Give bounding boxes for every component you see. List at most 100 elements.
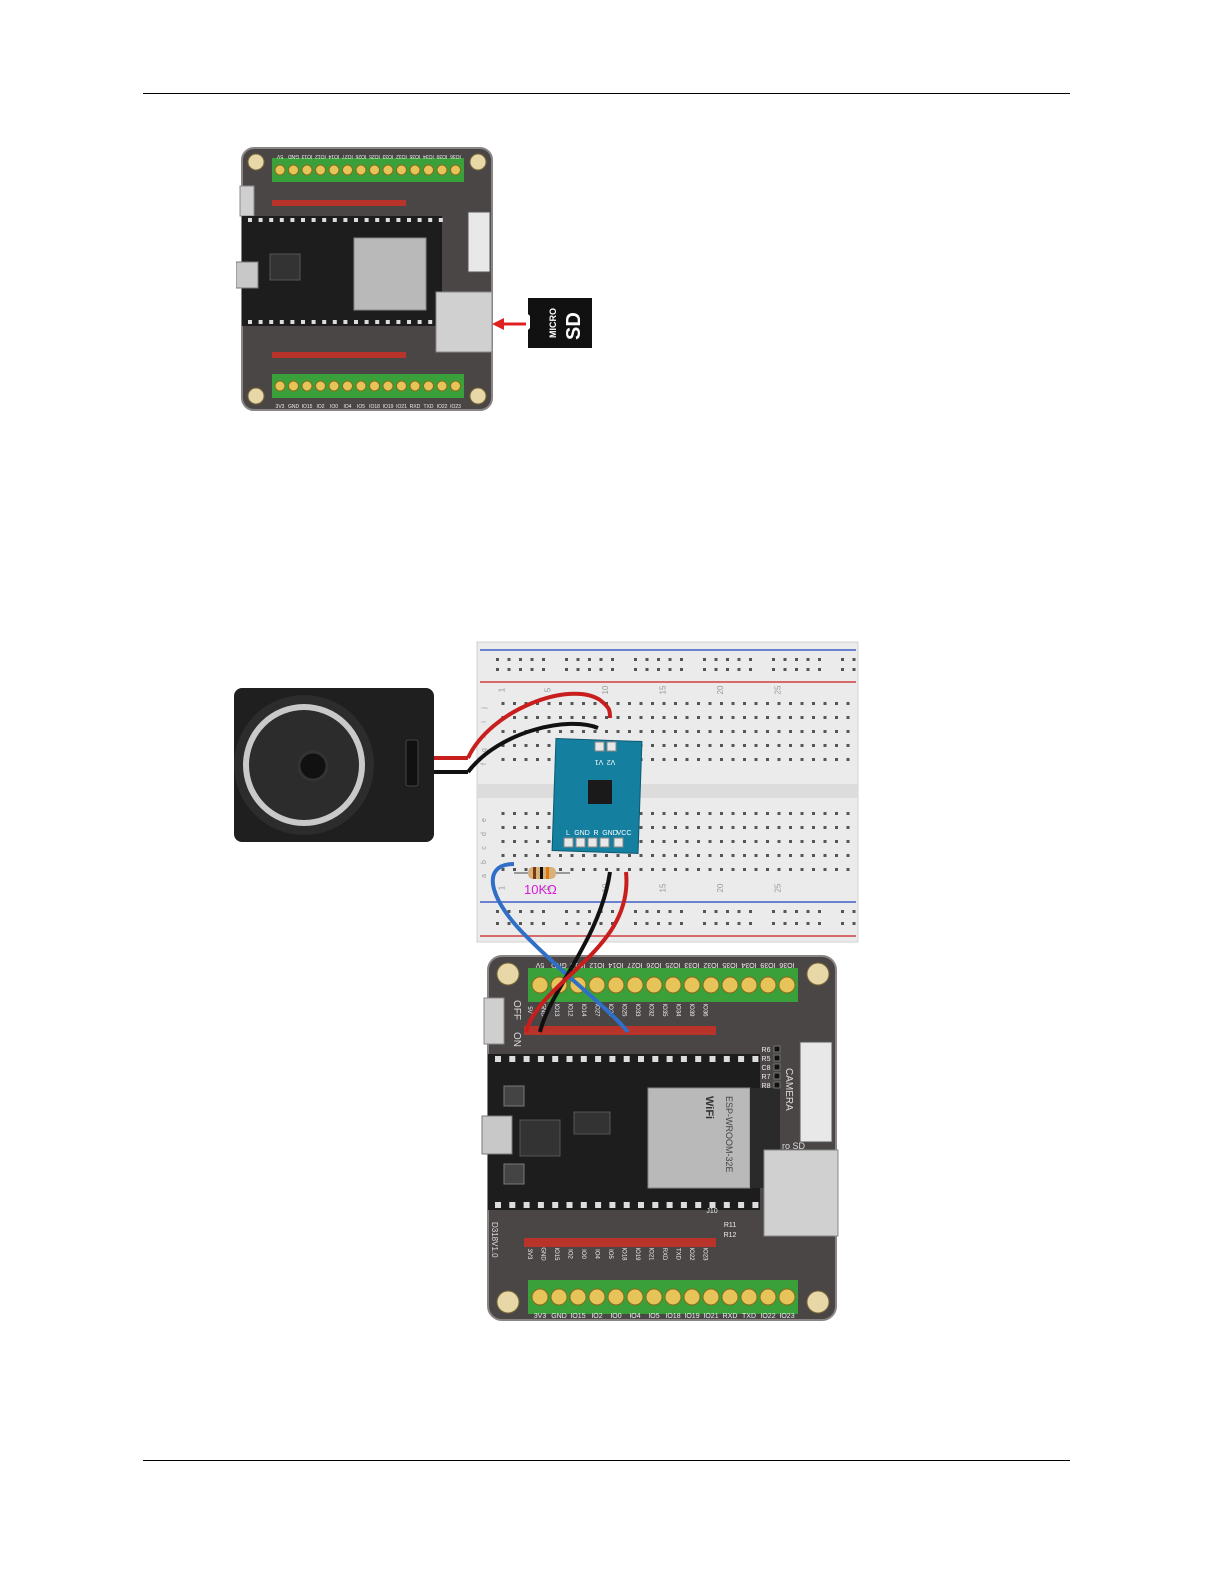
amp-chip [588,780,612,804]
breadboard-col-label: 10 [601,685,610,694]
screw-terminal [436,380,448,392]
rail-hole [749,922,752,925]
rail-hole [645,658,649,661]
mount-hole [806,962,830,986]
reset-button[interactable] [503,1163,525,1185]
breadboard-hole [720,840,723,843]
rail-hole [726,922,729,925]
pin-label: IO22 [437,404,448,410]
resistor-band [546,867,549,879]
breadboard-hole [697,840,700,843]
breadboard-hole [547,758,551,761]
rail-hole [668,922,672,925]
breadboard-hole [662,826,666,829]
breadboard-hole [835,854,838,857]
breadboard-hole [639,826,643,829]
boot-button[interactable] [503,1085,525,1107]
breadboard-hole [674,744,677,747]
power-switch[interactable] [239,185,255,217]
breadboard-row-label: e [481,818,488,822]
rail-hole [841,910,844,913]
breadboard-hole [570,854,574,857]
breadboard-hole [754,730,758,733]
breadboard-hole [789,744,792,747]
breadboard-hole [501,840,505,843]
header-pin-label: GND [540,1247,546,1261]
screw-terminal [328,164,340,176]
breadboard-hole [639,840,643,843]
pin-label: IO2 [316,404,324,410]
breadboard-hole [720,716,723,719]
breadboard-hole [628,702,631,705]
pin-label: IO21 [396,404,407,410]
breadboard-hole [524,840,528,843]
screw-terminal [396,380,407,392]
header-pin [495,1056,501,1062]
breadboard-hole [674,854,677,857]
pin-label: RXD [723,1313,738,1320]
breadboard-hole [662,840,666,843]
rail-hole [852,910,856,913]
rail-hole [726,658,729,661]
breadboard-hole [823,730,827,733]
screw-terminal [664,976,682,994]
breadboard-hole [754,826,758,829]
screw-terminal [607,976,625,994]
breadboard-hole [628,716,631,719]
screw-terminal [664,1288,682,1306]
screw-terminal [436,164,448,176]
screw-terminal [759,1288,777,1306]
header-pin [354,320,358,324]
breadboard-hole [800,812,804,815]
screw-terminal [702,1288,720,1306]
header-pin [269,218,274,222]
breadboard-hole [766,840,769,843]
screw-terminal [683,976,701,994]
breadboard-hole [812,812,815,815]
rail-hole [519,668,522,671]
screw-terminal [531,976,549,994]
header-pin [258,320,263,324]
pin-label: IO26 [646,961,661,968]
breadboard-hole [639,730,643,733]
breadboard-hole [536,840,539,843]
breadboard-hole [800,840,804,843]
rail-hole [749,658,752,661]
breadboard-hole [662,812,666,815]
breadboard-center-channel [477,784,858,798]
rail-hole [599,922,603,925]
header-pin [580,1202,587,1208]
pin-label: IO32 [703,961,718,968]
breadboard-hole [800,716,804,719]
breadboard-hole [835,744,838,747]
breadboard-hole [766,826,769,829]
rail-hole [749,668,752,671]
screw-terminal [778,976,796,994]
breadboard-hole [674,812,677,815]
header-pin [407,218,411,222]
power-switch[interactable] [483,997,505,1045]
header-pin [680,1056,687,1062]
rail-hole [496,658,499,661]
breadboard-hole [697,744,700,747]
screw-terminal [301,164,313,176]
rail-hole [841,658,844,661]
rail-hole [668,910,672,913]
rail-hole [645,668,649,671]
rail-hole [806,668,810,671]
pin-label: GND [288,153,300,159]
screw-terminal [740,1288,758,1306]
chip [269,253,301,281]
screw-terminal [301,380,313,392]
mount-hole [469,387,487,405]
rail-hole [795,910,798,913]
rail-hole [737,910,741,913]
rail-hole [783,658,787,661]
screw-terminal [569,1288,587,1306]
header-pin [752,1202,759,1208]
breadboard-hole [777,854,781,857]
breadboard-hole [777,826,781,829]
breadboard-hole [846,702,850,705]
screw-terminal [382,164,394,176]
rail-hole [588,922,591,925]
